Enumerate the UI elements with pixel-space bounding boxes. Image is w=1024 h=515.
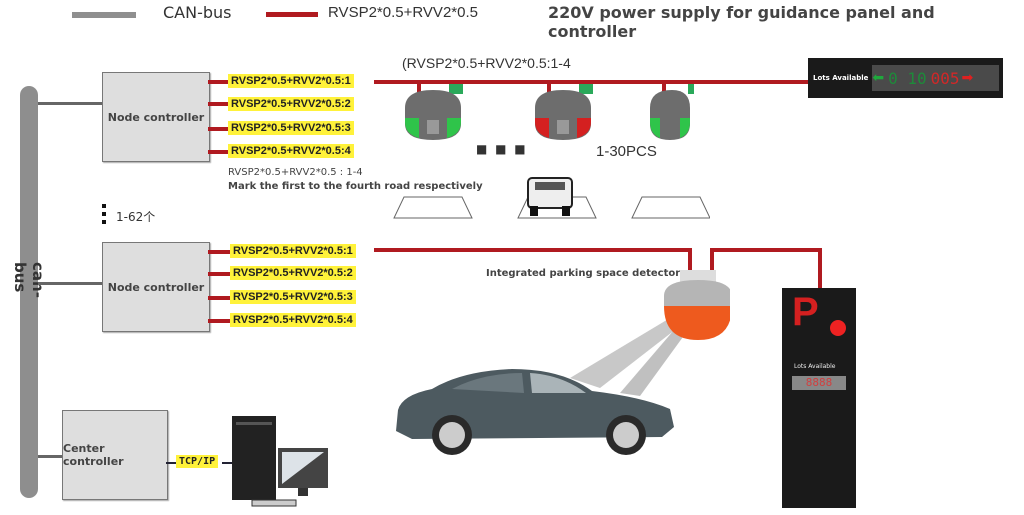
arrow-right-icon: ➡ — [961, 70, 974, 86]
sensor-1 — [405, 80, 463, 140]
outdoor-sign-label: Lots Available — [794, 363, 836, 370]
detector-label: Integrated parking space detector — [486, 268, 681, 279]
connector-icon — [579, 84, 593, 94]
parking-letter: P — [792, 290, 819, 334]
can-bus-label: can-bus — [11, 262, 47, 298]
arrow-left-icon: ⬅ — [872, 70, 885, 86]
node-1-line-1: RVSP2*0.5+RVV2*0.5:1 — [228, 74, 354, 88]
bus-link-node-2 — [38, 282, 102, 285]
tcp-ip-label: TCP/IP — [176, 455, 219, 468]
guidance-panel-label: Lots Available — [813, 74, 869, 82]
legend-cable-swatch — [266, 12, 318, 17]
computer-icon — [232, 416, 328, 507]
center-controller: Center controller — [62, 410, 168, 500]
node-1-line-2: RVSP2*0.5+RVV2*0.5:2 — [228, 97, 354, 111]
node-controller-1: Node controller — [102, 72, 210, 162]
sensor-1-indicator — [405, 118, 461, 138]
parking-slot-3 — [631, 196, 710, 219]
keyboard — [251, 499, 297, 507]
node-controller-2: Node controller — [102, 242, 210, 332]
pc-tower — [232, 416, 276, 500]
outdoor-guidance-sign: P Lots Available 8888 — [782, 288, 856, 508]
sensor-3-indicator — [650, 118, 690, 138]
diagram-title: 220V power supply for guidance panel and… — [548, 3, 935, 41]
can-bus-bar — [20, 86, 38, 498]
ellipsis: ■ ■ ■ — [476, 142, 528, 156]
detection-beam — [570, 318, 680, 388]
node-count: 1-62个 — [116, 210, 156, 224]
sensor-2 — [535, 80, 593, 140]
sensor-count: 1-30PCS — [596, 143, 657, 160]
no-entry-icon — [830, 320, 846, 336]
node-controller-1-label: Node controller — [107, 110, 205, 124]
parking-slot-1 — [393, 196, 473, 219]
guidance-red-digits: 005 — [930, 68, 960, 88]
connector-icon — [688, 84, 694, 94]
parking-slots — [393, 177, 710, 219]
bus-link-node-1 — [38, 102, 102, 105]
line-desc-note: Mark the first to the fourth road respec… — [228, 181, 483, 192]
integrated-detector — [570, 270, 730, 396]
node-2-line-3: RVSP2*0.5+RVV2*0.5:3 — [230, 290, 356, 304]
guidance-panel: Lots Available ⬅ 0 10 005 ➡ — [808, 58, 1003, 98]
center-controller-label: Center controller — [63, 442, 124, 468]
node-controller-2-label: Node controller — [107, 280, 205, 294]
node-2-line-4: RVSP2*0.5+RVV2*0.5:4 — [230, 313, 356, 327]
sensor-3 — [650, 80, 694, 140]
bus-link-center — [38, 455, 62, 458]
sensor-2-indicator — [535, 118, 591, 138]
node-2-line-2: RVSP2*0.5+RVV2*0.5:2 — [230, 266, 356, 280]
sensor-row — [405, 80, 694, 140]
legend-cable-label: RVSP2*0.5+RVV2*0.5 — [328, 4, 478, 21]
car-front-icon — [527, 177, 573, 216]
node-2-line-1: RVSP2*0.5+RVV2*0.5:1 — [230, 244, 356, 258]
car-side-icon — [396, 369, 674, 455]
lower-cable — [374, 248, 692, 252]
connector-icon — [449, 84, 463, 94]
top-cable-label: (RVSP2*0.5+RVV2*0.5:1-4 — [402, 55, 571, 71]
top-cable — [374, 80, 810, 84]
legend-can-bus-label: CAN-bus — [163, 3, 232, 22]
legend-can-bus-swatch — [72, 12, 136, 18]
node-1-line-3: RVSP2*0.5+RVV2*0.5:3 — [228, 121, 354, 135]
node-1-line-4: RVSP2*0.5+RVV2*0.5:4 — [228, 144, 354, 158]
line-range-note: RVSP2*0.5+RVV2*0.5 : 1-4 — [228, 167, 363, 178]
guidance-green-digits: 0 10 — [888, 68, 927, 88]
outdoor-sign-digits: 8888 — [792, 376, 846, 390]
detector-indicator — [664, 306, 730, 340]
